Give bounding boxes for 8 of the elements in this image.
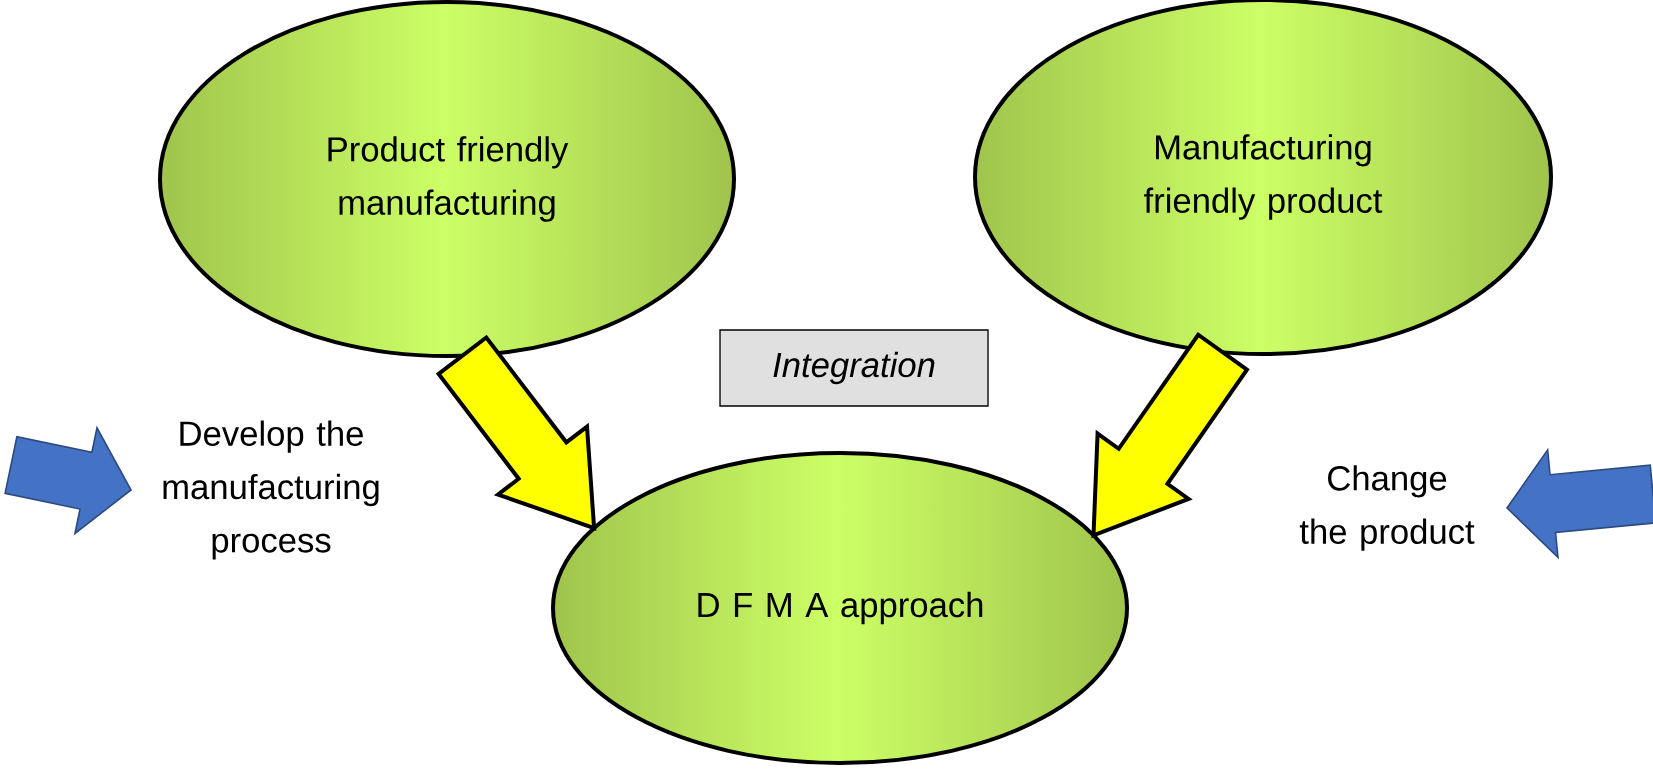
block-arrow (4, 425, 133, 536)
ellipse-node: D F M A approach (551, 451, 1129, 765)
step-text: Develop the manufacturing process (163, 420, 379, 560)
ellipse-node: Manufacturing friendly product (973, 0, 1553, 356)
step-text: Change the product (1299, 465, 1475, 551)
block-arrow (1505, 447, 1653, 560)
label-box: Integration (719, 329, 989, 407)
ellipse-node: Product friendly manufacturing (158, 0, 736, 358)
